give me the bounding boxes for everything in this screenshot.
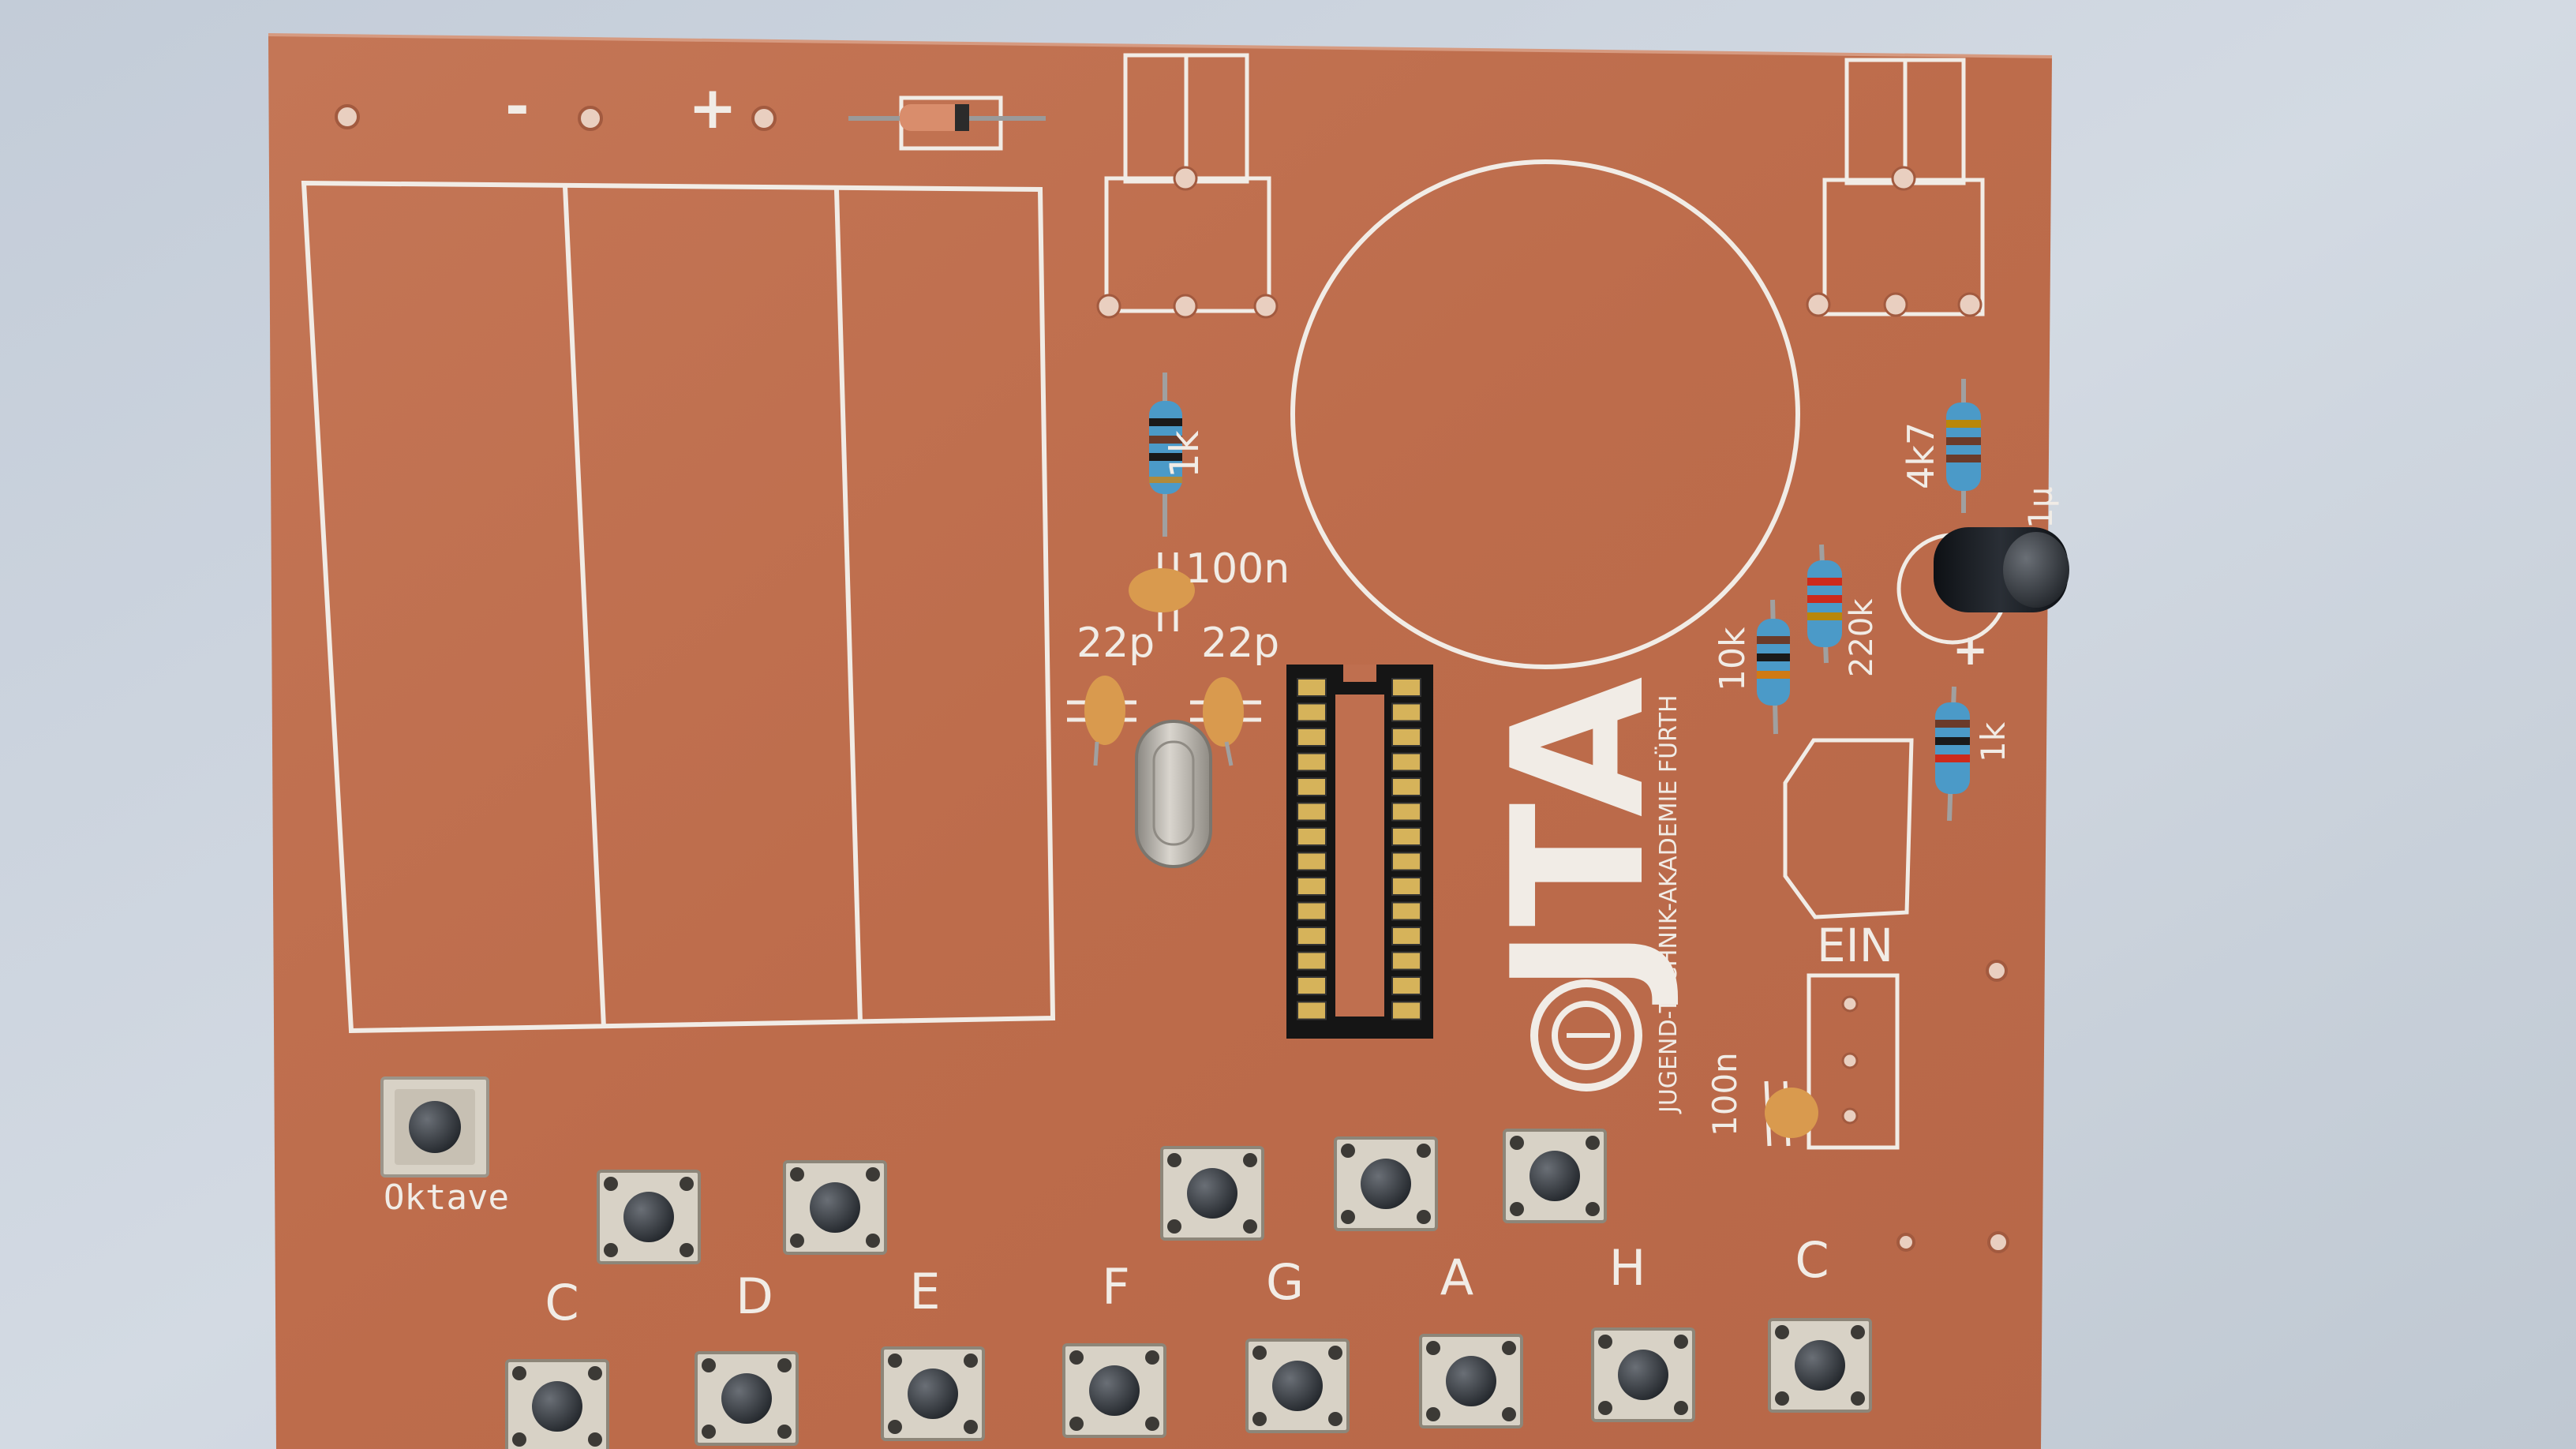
capacitor-22p-right [1190,677,1261,766]
note-button-1[interactable] [505,1359,609,1449]
capacitor-100n-top [1129,552,1195,631]
power-switch-outline [1807,973,1900,1150]
octave-button[interactable] [380,1076,489,1178]
note-label-7: H [1609,1239,1646,1297]
note-label-4: F [1102,1258,1130,1316]
note-button-3[interactable] [881,1346,985,1441]
capacitor-100n-bottom [1764,1080,1818,1147]
resistor-r4-label: 220k [1844,598,1880,677]
resistor-r5-label: 1k [1974,721,2012,762]
jta-logo-text: JTA [1474,676,1685,1005]
capacitor-22p-right-label: 22p [1201,620,1279,667]
note-button-6[interactable] [1419,1334,1523,1428]
sharp-buttons [597,1129,1607,1264]
note-button-5[interactable] [1245,1339,1350,1433]
resistor-r3-label: 10k [1713,627,1753,691]
jta-logo [1530,979,1642,1091]
note-button-7[interactable] [1591,1327,1695,1422]
battery-minus-label: - [505,73,530,140]
power-switch-label: EIN [1817,919,1893,972]
resistor-r4 [1807,544,1842,664]
resistor-r1 [1149,373,1182,537]
resistor-r5 [1935,686,1970,822]
battery-holder-outline [301,180,1056,1034]
capacitor-100n-top-label: 100n [1185,545,1290,593]
resistor-r1-label: 1k [1162,430,1208,478]
note-button-4[interactable] [1062,1343,1166,1438]
sharp-button-1[interactable] [597,1170,701,1264]
sharp-button-3[interactable] [1160,1146,1264,1241]
elcap-plus-sign: + [1953,625,1988,675]
electrolytic-capacitor [1896,527,2069,645]
regulator-outline [1783,738,1914,919]
note-label-1: C [545,1274,578,1331]
battery-plus-label: + [688,74,737,142]
ic-socket-pins [1297,678,1421,1020]
note-label-6: A [1440,1249,1473,1306]
note-label-3: E [909,1263,940,1320]
electrolytic-capacitor-label: 1µ [2021,487,2060,529]
crystal-oscillator [1135,720,1212,868]
note-label-2: D [736,1267,773,1325]
note-button-2[interactable] [695,1351,799,1446]
capacitor-22p-left [1067,676,1136,766]
sharp-button-5[interactable] [1503,1129,1607,1223]
vias [335,104,2009,1253]
jta-logo-subtitle: JUGEND-TECHNIK-AKADEMIE FÜRTH [1654,695,1683,1114]
sharp-button-4[interactable] [1334,1136,1438,1231]
speaker-outline [1290,159,1800,669]
sharp-button-2[interactable] [783,1160,887,1255]
note-button-8[interactable] [1768,1318,1872,1413]
note-label-8: C [1795,1231,1829,1289]
capacitor-100n-bottom-label: 100n [1705,1052,1744,1136]
resistor-r2-label: 4k7 [1900,422,1942,489]
octave-button-label: Oktave [384,1178,509,1218]
diode [848,95,1046,151]
note-label-5: G [1266,1253,1304,1311]
resistor-r2 [1946,379,1981,513]
capacitor-22p-left-label: 22p [1076,620,1155,667]
note-buttons [505,1318,1872,1449]
resistor-r3 [1757,599,1790,735]
